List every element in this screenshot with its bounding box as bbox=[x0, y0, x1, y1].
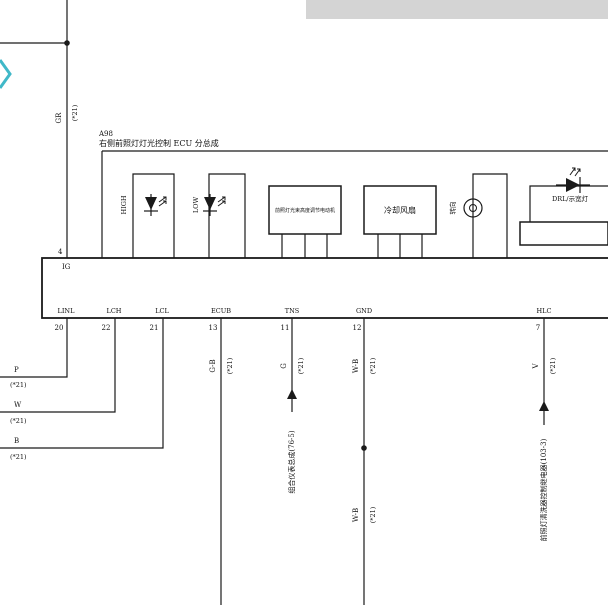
hlc-arrow bbox=[539, 401, 549, 411]
wire-gnd: W-B (*21) W-B (*21) bbox=[352, 318, 377, 605]
wire-hlc-destination: 前照灯清洗器控制继电器(103-3) bbox=[539, 438, 548, 541]
wire-gnd-lower-code: (*21) bbox=[369, 506, 377, 523]
ig-label: IG bbox=[62, 263, 71, 271]
wire-lch: W (*21) bbox=[0, 318, 116, 425]
wire-tns-code: (*21) bbox=[297, 357, 305, 374]
wire-lcl-color: B bbox=[14, 437, 19, 445]
top-wire-code: (*21) bbox=[71, 104, 79, 121]
terminal-linl: LINL bbox=[58, 307, 76, 315]
terminal-hlc: HLC bbox=[537, 307, 552, 315]
terminal-lcl: LCL bbox=[155, 307, 169, 315]
high-led: HIGH bbox=[120, 173, 175, 258]
turn-lamp-label: 转向 bbox=[448, 202, 457, 215]
wire-gnd-upper-code: (*21) bbox=[369, 357, 377, 374]
wire-hlc: V (*21) 前照灯清洗器控制继电器(103-3) bbox=[532, 318, 557, 541]
wire-tns-destination: 组合仪表总成(76-5) bbox=[287, 430, 296, 493]
turn-lamp: 转向 bbox=[448, 173, 508, 258]
terminal-gnd: GND bbox=[356, 307, 372, 315]
module-internal-outline bbox=[101, 150, 608, 258]
wire-gnd-lower-color: W-B bbox=[352, 508, 360, 522]
top-wire: GR (*21) 4 bbox=[0, 0, 79, 258]
wire-tns: G (*21) 组合仪表总成(76-5) bbox=[280, 318, 305, 494]
wire-hlc-code: (*21) bbox=[549, 357, 557, 374]
wire-tns-color: G bbox=[280, 363, 288, 369]
ig-pin-number: 4 bbox=[58, 248, 63, 256]
wire-hlc-color: V bbox=[532, 363, 540, 370]
wire-lch-code: (*21) bbox=[10, 417, 27, 425]
wire-ecub-color: G-B bbox=[209, 359, 217, 372]
low-led-label: LOW bbox=[192, 197, 200, 214]
pin-number-ecub: 13 bbox=[209, 324, 218, 332]
drl-led: DRL/示宽灯 bbox=[519, 167, 608, 246]
low-led: LOW bbox=[192, 173, 246, 258]
pin-number-hlc: 7 bbox=[536, 324, 540, 332]
wire-ecub-code: (*21) bbox=[226, 357, 234, 374]
pin-number-lch: 22 bbox=[102, 324, 111, 332]
wire-linl-code: (*21) bbox=[10, 381, 27, 389]
tns-arrow bbox=[287, 389, 297, 399]
cooling-fan: 冷却风扇 bbox=[363, 185, 437, 258]
wire-linl-color: P bbox=[14, 366, 19, 374]
terminal-tns: TNS bbox=[285, 307, 299, 315]
wire-gnd-upper-color: W-B bbox=[352, 359, 360, 373]
pin-number-lcl: 21 bbox=[150, 324, 159, 332]
header-bar bbox=[306, 0, 608, 19]
pin-number-gnd: 12 bbox=[353, 324, 362, 332]
module-name: 右侧前照灯灯光控制 ECU 分总成 bbox=[99, 138, 219, 148]
wire-lcl-code: (*21) bbox=[10, 453, 27, 461]
ecu-module-body bbox=[41, 257, 608, 319]
top-wire-color: GR bbox=[55, 112, 63, 124]
wire-ecub: G-B (*21) bbox=[209, 318, 234, 605]
terminal-ecub: ECUB bbox=[211, 307, 231, 315]
leveling-motor: 前照灯光束高度调节电动机 bbox=[268, 185, 342, 258]
leveling-motor-label: 前照灯光束高度调节电动机 bbox=[275, 207, 335, 214]
pin-number-tns: 11 bbox=[281, 324, 290, 332]
pin-number-linl: 20 bbox=[55, 324, 64, 332]
module-id: A98 bbox=[98, 130, 113, 138]
wire-lch-color: W bbox=[14, 401, 22, 409]
high-led-label: HIGH bbox=[120, 195, 128, 214]
terminal-lch: LCH bbox=[107, 307, 122, 315]
cyan-connector-fragment bbox=[0, 59, 12, 89]
wire-lcl: B (*21) bbox=[0, 318, 164, 461]
cooling-fan-label: 冷却风扇 bbox=[384, 205, 416, 215]
drl-led-label: DRL/示宽灯 bbox=[552, 194, 589, 203]
wire-linl: P (*21) bbox=[0, 318, 68, 389]
